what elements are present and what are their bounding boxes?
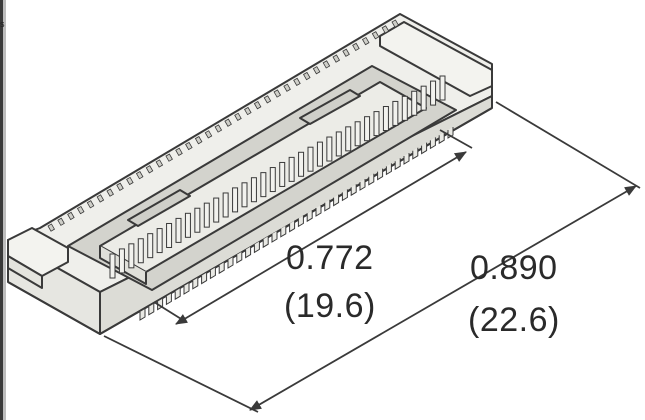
front-contact [335,131,342,157]
front-contact [147,233,154,259]
front-contact [137,238,144,264]
front-contact [420,85,427,111]
back-contact [47,223,56,232]
back-contact [185,141,193,151]
back-contact [332,54,341,63]
back-contact [302,71,311,81]
front-contact [232,187,239,213]
front-contact [279,161,286,187]
solder-tail [438,132,445,145]
front-contact [345,126,352,152]
front-contact [354,121,361,147]
front-contact [430,80,437,106]
extension-line-inner-left [153,301,187,323]
extension-line-outer-left [103,335,259,413]
back-contact [244,106,252,116]
back-contact [322,60,331,69]
front-contact [213,197,220,223]
front-contact [382,106,389,132]
back-contact [273,89,282,98]
front-contact [411,90,418,116]
back-contact [214,124,223,133]
solder-tail [165,293,172,306]
back-contact [126,176,134,186]
front-contact [156,228,163,254]
front-contact [401,95,408,121]
extension-line-inner-right [439,129,473,149]
back-contact [145,165,154,174]
end-block-right [379,21,493,97]
back-contact [253,101,262,110]
back-contact [361,36,370,46]
front-contact [166,222,173,248]
back-contact [263,95,272,104]
edge-clipped-text: s [0,20,5,29]
inner-dimension-inches: 0.772 [286,239,374,277]
solder-tail [429,137,436,150]
back-contact [381,25,390,34]
front-contact [316,141,323,167]
back-contact [342,48,350,57]
back-contact [234,112,242,121]
front-contact [373,111,380,137]
back-contact [96,194,105,203]
back-contact [371,31,380,40]
back-contact [86,200,95,209]
back-contact [391,19,400,28]
front-contact [269,167,276,193]
inner-dimension-mm: (19.6) [284,287,376,325]
connector-body [7,13,493,335]
front-contact [326,136,333,162]
front-contact [109,253,116,279]
back-contact [155,159,164,168]
back-contact [135,170,144,180]
window-edge-strip [0,0,6,420]
back-contact [194,136,203,145]
back-contact [106,188,114,197]
front-contact [250,177,257,203]
back-contact [293,77,301,87]
front-contact [364,116,371,142]
dimension-outer [103,101,641,413]
back-contact [67,211,75,221]
solder-tail [148,303,155,316]
front-contact [175,217,182,243]
front-contact [241,182,248,208]
outer-dimension-mm: (22.6) [468,301,560,339]
outer-dimension-inches: 0.890 [470,249,558,287]
front-contact [194,207,201,233]
back-contact [57,217,65,226]
back-contact [76,205,85,215]
back-contact [165,153,173,162]
tongue-slot-right [299,89,361,125]
extension-line-outer-right [495,101,641,189]
back-contact [116,182,124,191]
front-contact [439,75,446,101]
front-contact [184,212,191,238]
front-contact [298,151,305,177]
front-contact [392,100,399,126]
back-contact [352,42,360,52]
front-contact [288,156,295,182]
back-contact [204,130,213,139]
back-contact [224,118,232,127]
front-contact [307,146,314,172]
front-contact [260,172,267,198]
front-contact [118,248,125,274]
dimension-line-outer [249,185,637,411]
back-contact [283,83,291,92]
front-contact [203,202,210,228]
back-contact [312,66,321,75]
contacts-back-row [47,19,400,232]
solder-tail [139,309,146,321]
front-contact [128,243,135,269]
front-contact [222,192,229,218]
